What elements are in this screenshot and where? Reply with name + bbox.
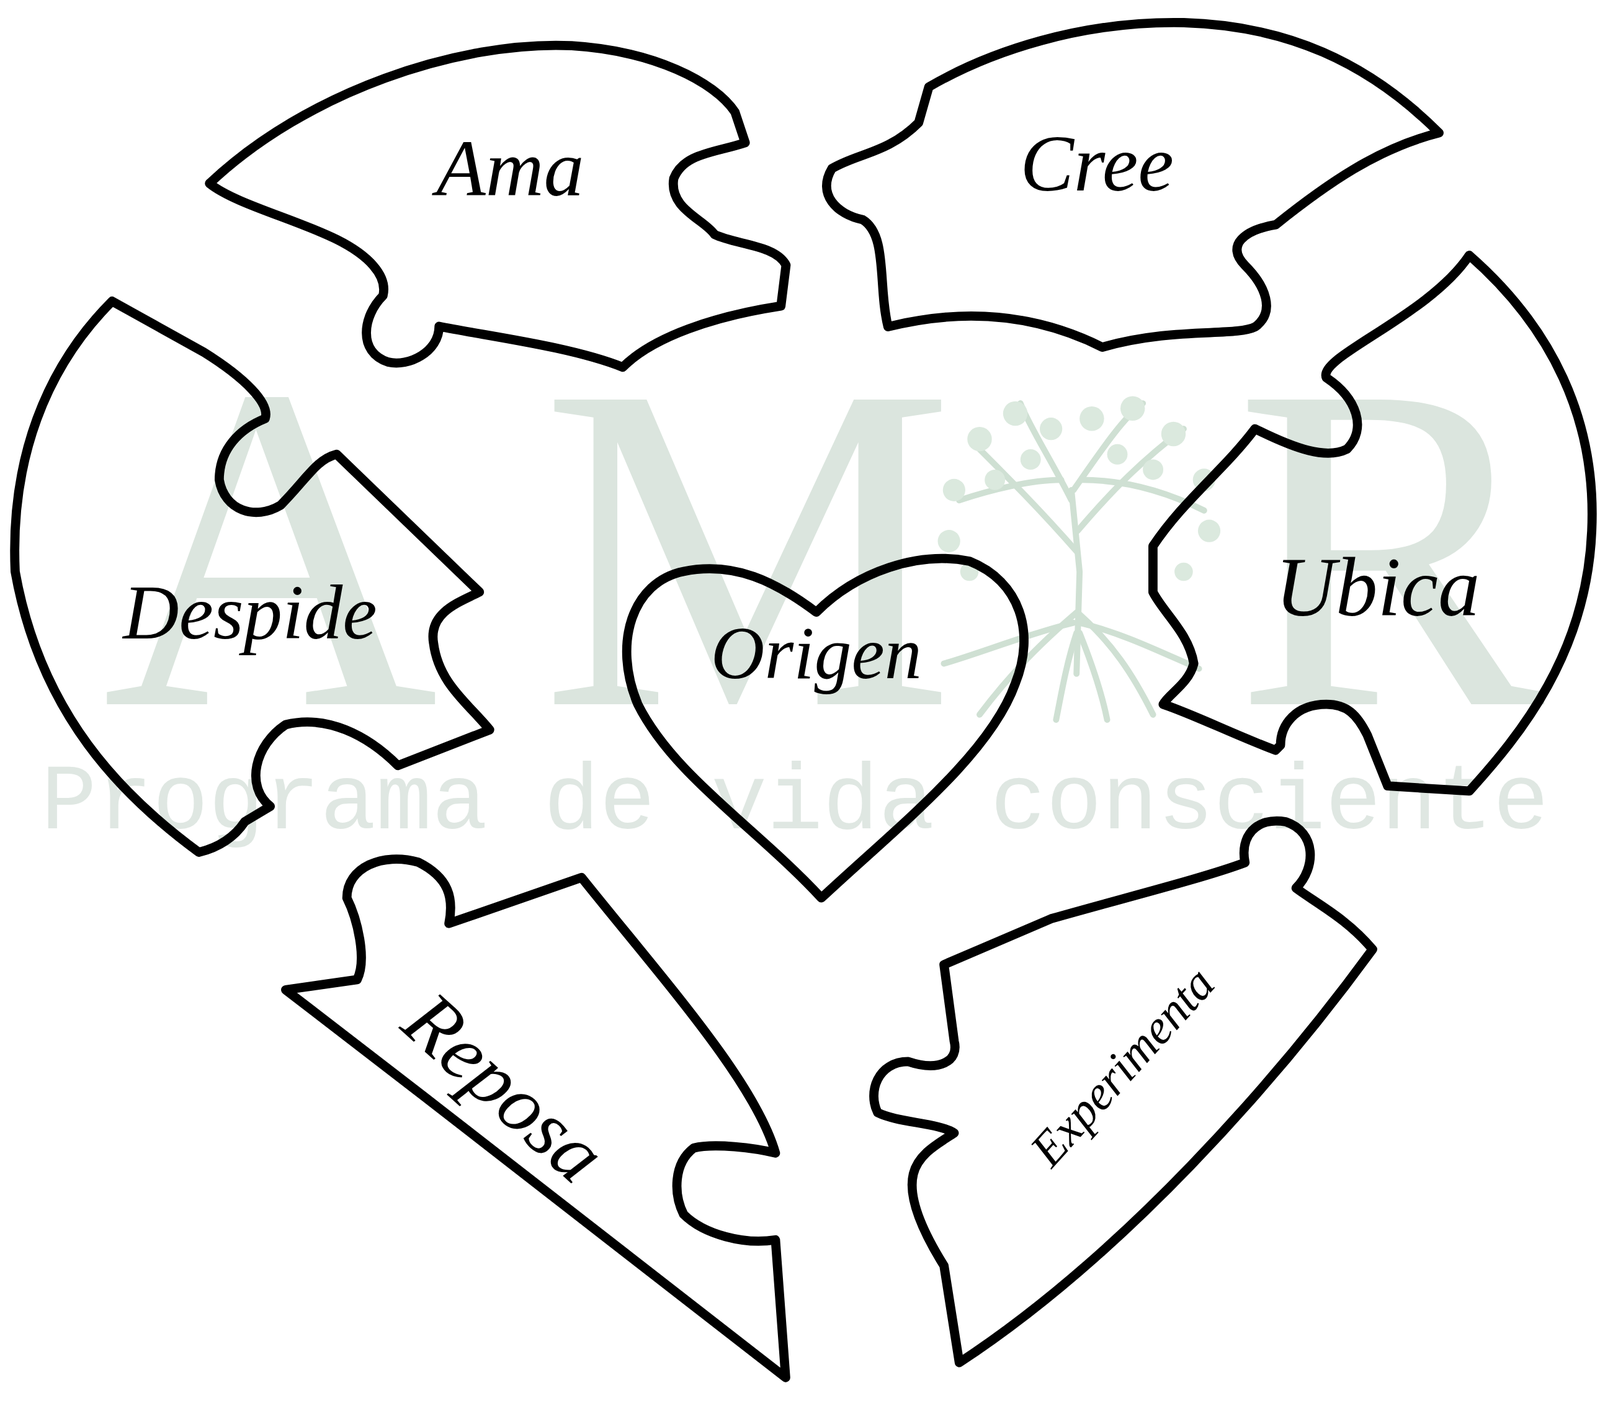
puzzle-piece: Ama bbox=[194, 30, 802, 378]
piece-outline bbox=[617, 550, 1036, 903]
piece-label: Ama bbox=[436, 127, 584, 209]
piece-outline bbox=[1142, 245, 1600, 801]
piece-label: Experimenta bbox=[1021, 958, 1224, 1175]
piece-border bbox=[286, 859, 787, 1378]
puzzle-piece: Experimenta bbox=[862, 811, 1383, 1373]
watermark-text: M bbox=[540, 314, 955, 780]
piece-label: Cree bbox=[1019, 122, 1174, 204]
piece-border bbox=[1153, 254, 1593, 791]
piece-label: Despide bbox=[122, 573, 378, 651]
watermark-text: A bbox=[102, 314, 439, 780]
puzzle-piece: Ubica bbox=[1142, 245, 1600, 801]
piece-border bbox=[626, 558, 1024, 898]
piece-border bbox=[873, 820, 1373, 1363]
piece-border bbox=[826, 22, 1439, 347]
piece-label: Origen bbox=[710, 616, 922, 691]
puzzle-piece: Despide bbox=[4, 290, 501, 863]
puzzle-piece: Reposa bbox=[275, 846, 796, 1388]
piece-border bbox=[14, 300, 491, 852]
puzzle-piece: Cree bbox=[811, 15, 1450, 353]
puzzle-piece: Origen bbox=[617, 550, 1036, 903]
piece-label: Ubica bbox=[1274, 544, 1480, 629]
piece-border bbox=[209, 45, 786, 368]
